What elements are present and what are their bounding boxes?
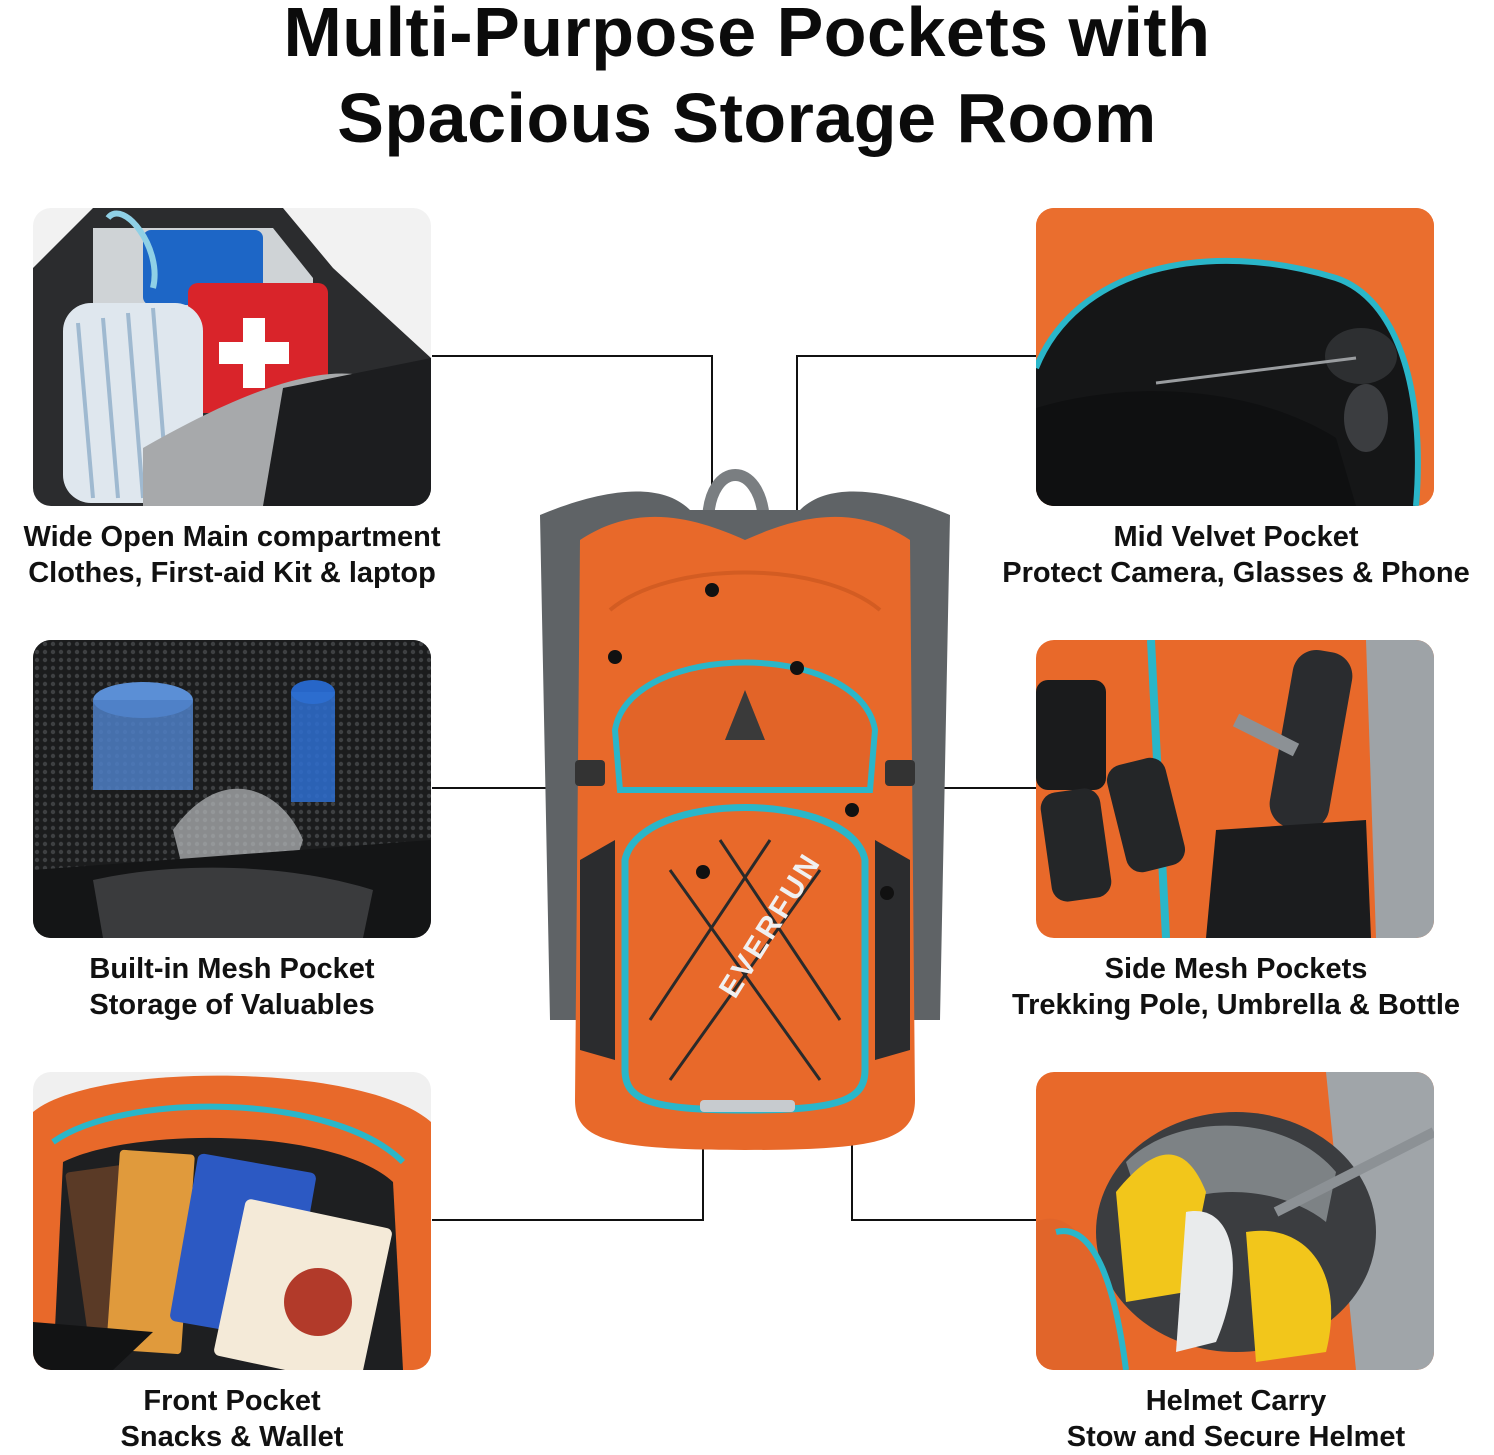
photo-side-mesh [1036, 640, 1434, 938]
caption-subtitle: Clothes, First-aid Kit & laptop [28, 557, 436, 589]
caption-helmet-carry: Helmet Carry Stow and Secure Helmet [996, 1383, 1476, 1455]
backpack-product-image: EVERFUN [520, 460, 970, 1160]
headline-line-1: Multi-Purpose Pockets with [283, 0, 1211, 71]
caption-title: Wide Open Main compartment [23, 521, 441, 553]
photo-front-pocket [33, 1072, 431, 1370]
photo-main-compartment [33, 208, 431, 506]
caption-title: Helmet Carry [1145, 1385, 1327, 1417]
caption-velvet-pocket: Mid Velvet Pocket Protect Camera, Glasse… [996, 519, 1476, 591]
caption-title: Built-in Mesh Pocket [89, 953, 375, 985]
caption-title: Front Pocket [143, 1385, 321, 1417]
caption-title: Side Mesh Pockets [1104, 953, 1368, 985]
caption-mesh-pocket: Built-in Mesh Pocket Storage of Valuable… [0, 951, 472, 1023]
caption-subtitle: Trekking Pole, Umbrella & Bottle [1012, 989, 1460, 1021]
headline-line-2: Spacious Storage Room [337, 79, 1157, 157]
caption-subtitle: Snacks & Wallet [120, 1421, 344, 1453]
caption-subtitle: Stow and Secure Helmet [1066, 1421, 1406, 1453]
photo-mesh-pocket [33, 640, 431, 938]
caption-main-compartment: Wide Open Main compartment Clothes, Firs… [0, 519, 472, 591]
caption-title: Mid Velvet Pocket [1113, 521, 1359, 553]
caption-side-mesh: Side Mesh Pockets Trekking Pole, Umbrell… [996, 951, 1476, 1023]
caption-front-pocket: Front Pocket Snacks & Wallet [0, 1383, 472, 1455]
photo-velvet-pocket [1036, 208, 1434, 506]
caption-subtitle: Storage of Valuables [89, 989, 375, 1021]
photo-helmet-carry [1036, 1072, 1434, 1370]
caption-subtitle: Protect Camera, Glasses & Phone [1002, 557, 1470, 589]
